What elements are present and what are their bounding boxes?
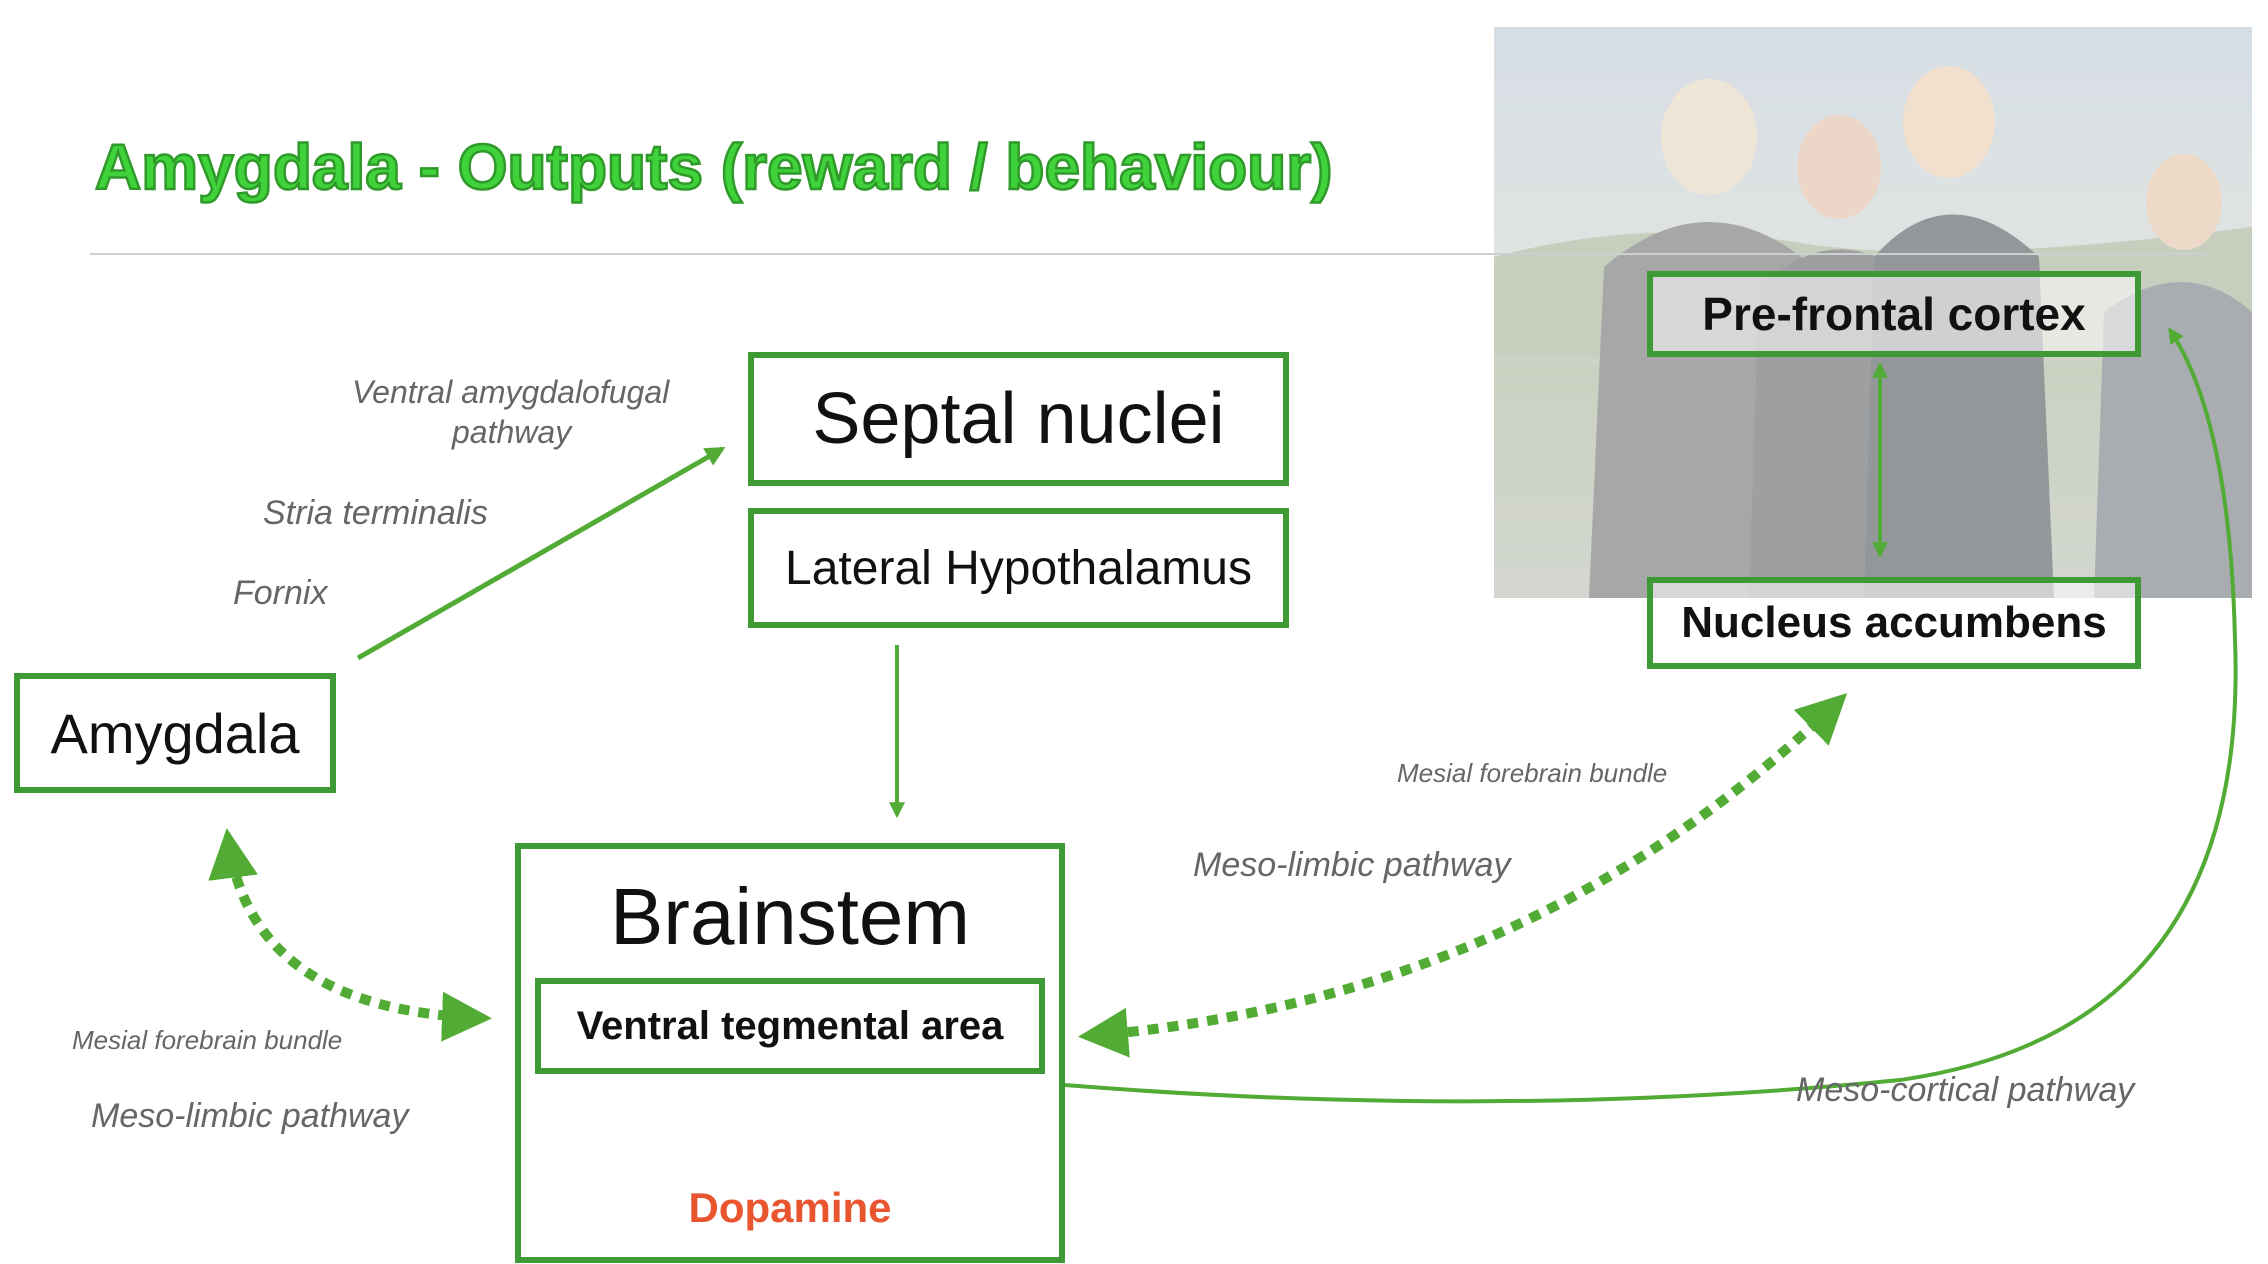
mfb-left-label: Mesial forebrain bundle <box>72 1025 343 1055</box>
stria-terminalis-label: Stria terminalis <box>263 494 488 532</box>
brainstem-box: Brainstem Dopamine <box>515 843 1065 1263</box>
prefrontal-cortex-box: Pre-frontal cortex <box>1647 271 2141 357</box>
nucleus-accumbens-box: Nucleus accumbens <box>1647 577 2141 669</box>
vta-accumbens-dotted-arrow <box>1078 693 1848 1058</box>
amygdala-label: Amygdala <box>50 701 300 765</box>
amygdala-to-septal-arrow <box>356 446 726 661</box>
page-title: Amygdala - Outputs (reward / behaviour) <box>94 130 1334 205</box>
mesocortical-label: Meso-cortical pathway <box>1796 1071 2135 1109</box>
vta-box: Ventral tegmental area <box>535 978 1045 1074</box>
septal-nuclei-box: Septal nuclei <box>748 352 1289 486</box>
amygdala-box: Amygdala <box>14 673 336 793</box>
fornix-label: Fornix <box>233 574 328 612</box>
dopamine-label: Dopamine <box>688 1184 892 1231</box>
brainstem-label: Brainstem <box>609 872 971 961</box>
lateral-hypothalamus-label: Lateral Hypothalamus <box>785 541 1252 595</box>
mesolimbic-left-label: Meso-limbic pathway <box>91 1097 409 1135</box>
mesolimbic-right-label: Meso-limbic pathway <box>1193 846 1511 884</box>
mfb-right-label: Mesial forebrain bundle <box>1397 758 1668 788</box>
nucleus-accumbens-label: Nucleus accumbens <box>1681 598 2107 647</box>
mesocortical-arrow <box>1064 327 2238 1104</box>
title-divider <box>90 253 2208 255</box>
ventral-amygdalofugal-label-line1: Ventral amygdalofugal <box>352 374 670 410</box>
ventral-amygdalofugal-label-line2: pathway <box>452 414 572 450</box>
lateral-hypothalamus-box: Lateral Hypothalamus <box>748 508 1289 628</box>
prefrontal-cortex-label: Pre-frontal cortex <box>1702 288 2086 340</box>
septal-nuclei-label: Septal nuclei <box>812 379 1225 459</box>
vta-label: Ventral tegmental area <box>576 1003 1004 1048</box>
amygdala-brainstem-dotted-arrow <box>208 828 492 1042</box>
